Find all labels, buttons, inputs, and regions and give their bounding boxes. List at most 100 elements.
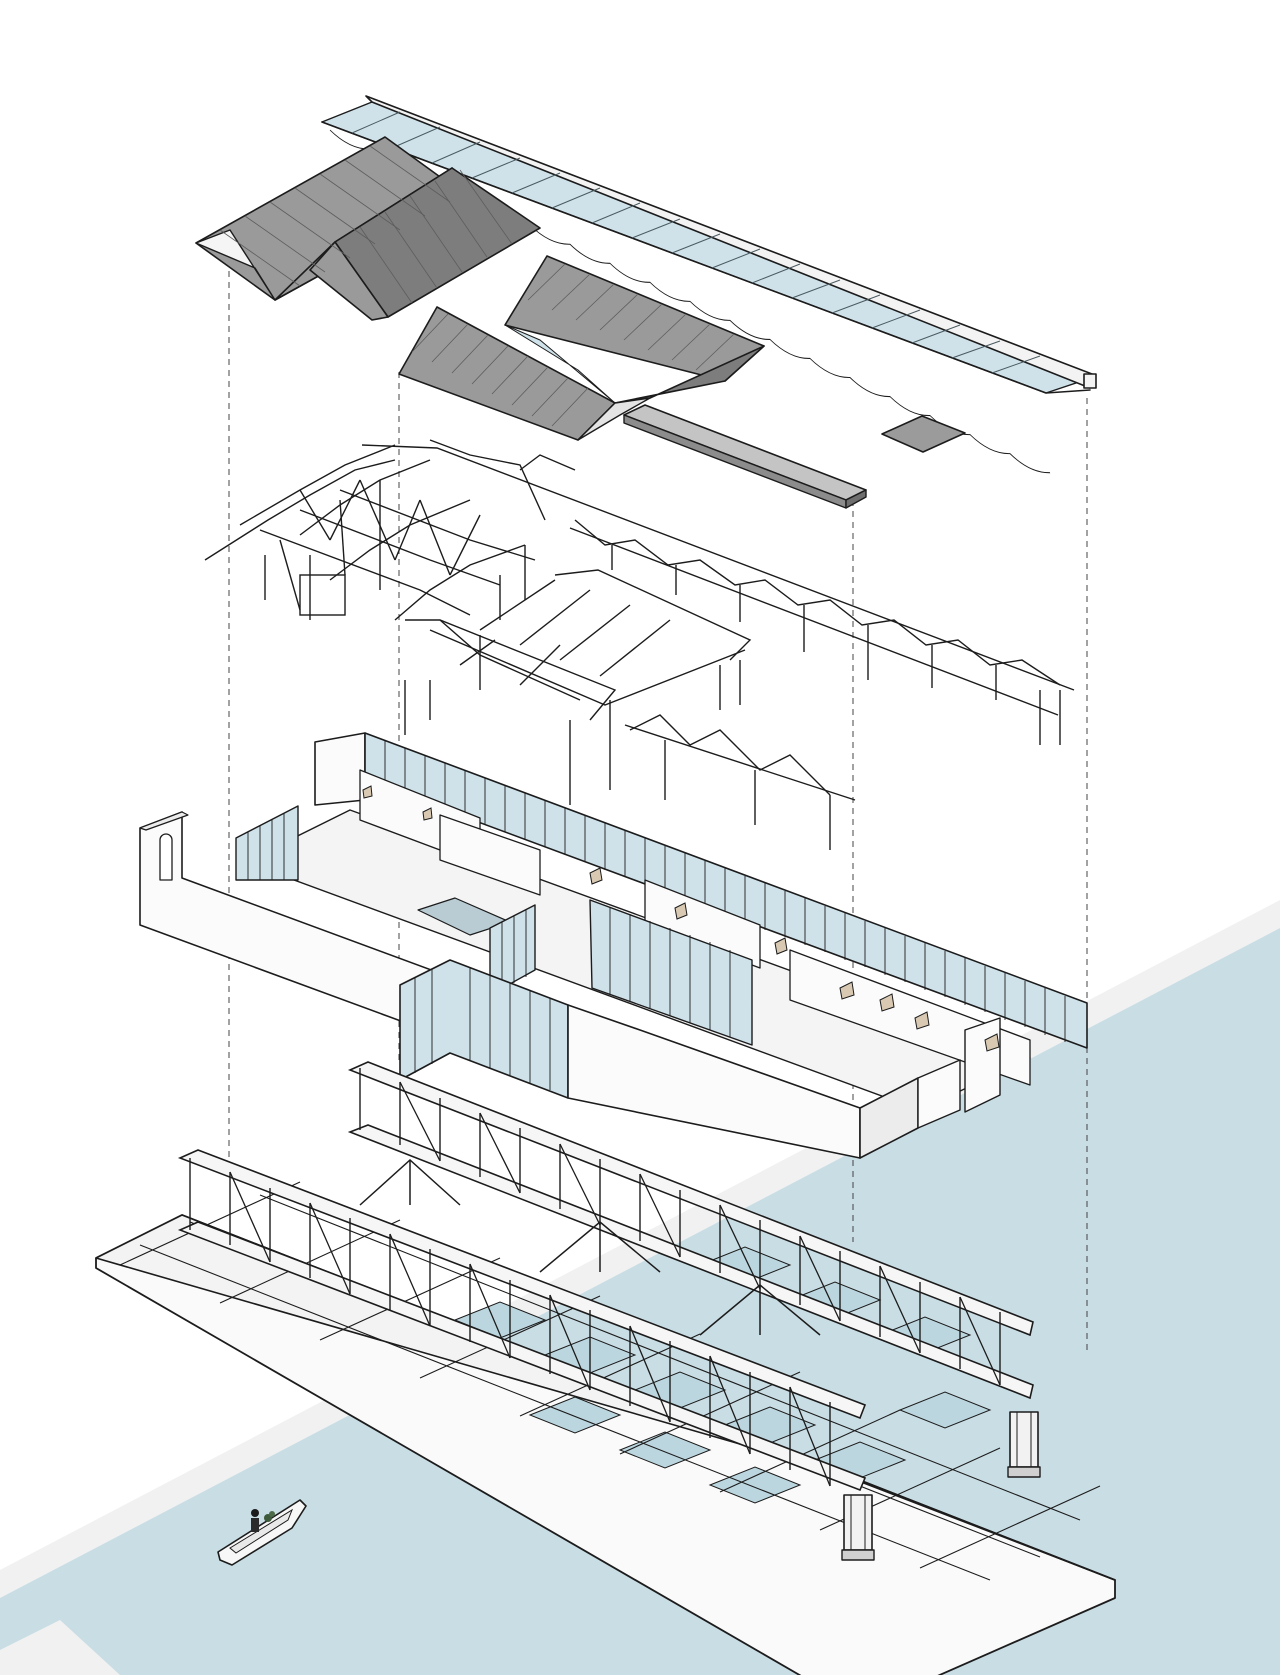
window-opening [839,981,855,1000]
frame-rafters [459,579,671,686]
girder-diagonals [399,1081,1001,1386]
skylight-panel [881,415,966,453]
boat-plant [264,1511,275,1522]
truss-rafter [394,544,526,621]
glazed-partition-mullions [609,907,731,1037]
gable-roof-east [398,255,765,441]
truss-rafter [329,499,471,581]
girder-bottom-chord [177,1221,867,1492]
truss-rafter [239,444,396,526]
front-wall-doorway [159,833,173,881]
rear-solid-wall [314,732,366,806]
wall-openings [362,785,1000,1052]
truss-girder-east [347,1061,1034,1400]
truss-web [574,519,1061,686]
pier-supports [841,1411,1041,1561]
partition-wall [439,814,541,896]
canopy-gutter [321,121,1091,394]
canopy-mullions [351,111,1041,374]
platform-layer [95,1061,1116,1675]
front-wall-west-top [139,811,189,831]
truss-posts [611,545,1061,745]
girder-bottom-chord [347,1124,1034,1400]
slab-side [623,414,847,509]
roof-slope-d [309,241,389,321]
glazed-partition-mullions [501,910,527,989]
front-wall-block [964,1017,1001,1113]
front-glazed-bay [399,959,569,1099]
glass-canopy [321,95,1097,474]
long-truss-frame [361,439,1075,745]
roof-ridge-glass [504,324,616,404]
roof-structure-layer [204,439,1075,850]
window-opening [774,937,788,955]
deck-bay [528,1396,622,1434]
stair-block [299,574,346,616]
window-opening [589,867,603,885]
truss-girder-west [177,1149,867,1492]
girder-top-chord [177,1149,867,1420]
truss-braces [429,439,576,521]
roof-corrugation [411,263,735,427]
truss-chord [299,509,501,586]
secondary-truss-posts [664,740,831,850]
pier-east [1007,1411,1041,1478]
boat-figure [251,1509,259,1532]
deck-top [95,1214,1116,1581]
secondary-truss [624,714,856,850]
pitched-portal-frame [404,569,752,805]
glazed-partition-mullions [247,813,285,880]
window-opening [674,902,688,920]
river-bank-near [0,1620,120,1675]
boat-inner [229,1508,294,1554]
river-water [0,928,1280,1675]
roof-corrugation [219,145,513,304]
girder-diagonals [229,1171,831,1487]
slab-end [845,489,867,509]
girder-verticals [189,1158,831,1486]
truss-diagonals [264,479,526,620]
window-opening [879,993,895,1012]
roof-gable-end [195,229,276,301]
front-glazed-bay-mullions [414,968,551,1090]
window-opening [914,1011,930,1030]
frame-ridge [405,619,617,721]
front-wall-return [917,1059,961,1129]
window-opening [984,1033,1000,1052]
glazed-partition-west [235,805,299,881]
pier-south [841,1494,875,1561]
slab-top [623,404,867,501]
flat-roof-slab [623,404,867,509]
cross-trusses [359,1158,821,1336]
canopy-end-cap [1083,373,1097,389]
roof-layer [195,95,1097,509]
rowboat [217,1499,307,1566]
gable-roof-west [195,136,541,321]
frame-ridge [554,569,752,661]
frame-eave [429,629,746,706]
deck-bay [898,1391,992,1429]
frame-rafter [439,619,581,701]
secondary-truss-web [629,714,831,796]
truss-chord [339,489,536,561]
truss-bottom-chord [569,527,1059,716]
frame-columns [404,635,741,805]
glazed-partition-east [589,899,753,1046]
roof-gable-underside [577,397,651,441]
deck-bay [708,1466,802,1504]
rear-glazed-wall [364,732,1088,1049]
deck-bay [618,1431,712,1469]
rear-wall-mullions [384,741,1066,1042]
glazed-partition-center [489,904,536,996]
truss-chord [259,529,471,616]
truss-top-chord [361,444,1075,691]
truss-rafter [299,459,431,536]
roof-slope-f [504,255,765,382]
girder-verticals [359,1068,1001,1385]
window-opening [422,807,433,821]
girder-top-chord [347,1061,1034,1337]
timber-truss-cluster [204,444,536,621]
truss-rafter [204,459,396,561]
